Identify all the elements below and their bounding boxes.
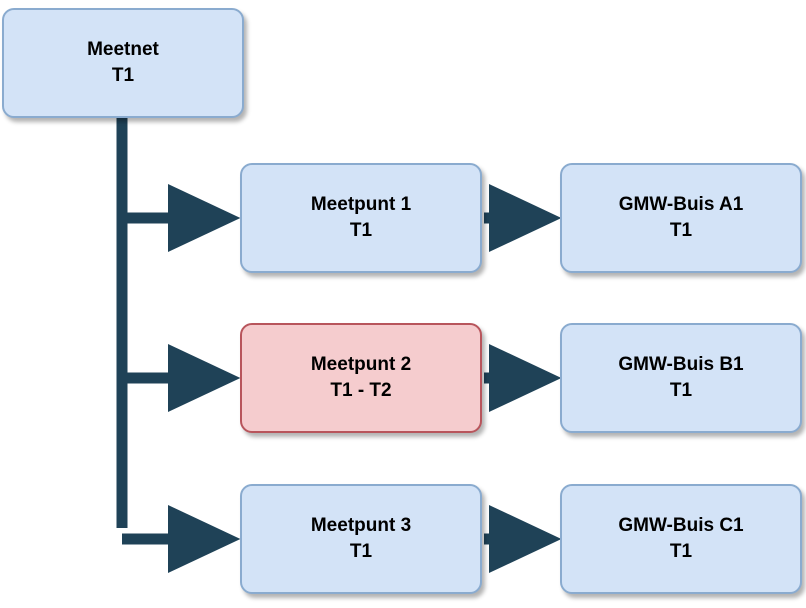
node-meetpunt-2-line2: T1 - T2 — [330, 380, 392, 401]
node-meetpunt-3[interactable]: Meetpunt 3 T1 — [240, 484, 482, 594]
node-gmw-buis-a1-line1: GMW-Buis A1 — [618, 194, 744, 216]
node-gmw-buis-b1-line1: GMW-Buis B1 — [618, 354, 744, 376]
node-gmw-buis-c1[interactable]: GMW-Buis C1 T1 — [560, 484, 802, 594]
node-meetpunt-3-line2: T1 — [349, 541, 373, 562]
node-meetnet-line1: Meetnet — [87, 39, 159, 61]
node-gmw-buis-b1-line2: T1 — [669, 380, 693, 401]
node-gmw-buis-a1[interactable]: GMW-Buis A1 T1 — [560, 163, 802, 273]
node-meetpunt-3-line1: Meetpunt 3 — [310, 515, 412, 537]
node-gmw-buis-b1[interactable]: GMW-Buis B1 T1 — [560, 323, 802, 433]
node-meetpunt-2-line1: Meetpunt 2 — [310, 354, 412, 376]
node-meetpunt-1-line1: Meetpunt 1 — [310, 194, 412, 216]
node-meetpunt-2[interactable]: Meetpunt 2 T1 - T2 — [240, 323, 482, 433]
node-meetpunt-1[interactable]: Meetpunt 1 T1 — [240, 163, 482, 273]
node-meetpunt-1-line2: T1 — [349, 220, 373, 241]
node-gmw-buis-c1-line2: T1 — [669, 541, 693, 562]
node-gmw-buis-a1-line2: T1 — [669, 220, 693, 241]
node-gmw-buis-c1-line1: GMW-Buis C1 — [618, 515, 744, 537]
node-meetnet-line2: T1 — [111, 65, 135, 86]
node-meetnet[interactable]: Meetnet T1 — [2, 8, 244, 118]
